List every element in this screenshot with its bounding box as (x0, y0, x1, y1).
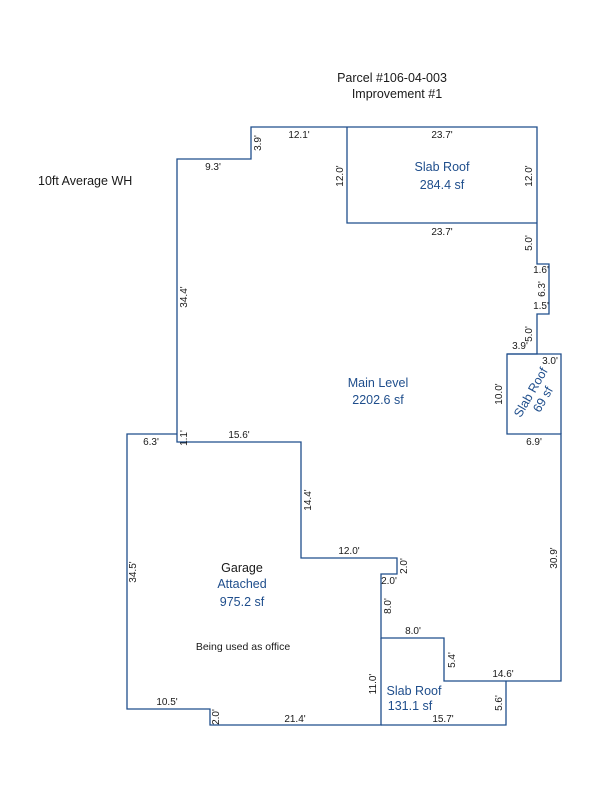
dim-label: 15.7' (432, 714, 453, 725)
wall-height-note: 10ft Average WH (38, 174, 132, 188)
dim-label: 5.0' (524, 235, 535, 251)
dim-label: 1.1' (179, 430, 190, 446)
main-level-name: Main Level (348, 376, 408, 390)
dim-label: 2.0' (211, 709, 222, 725)
dim-label: 5.4' (447, 652, 458, 668)
slab-roof-small-label: Slab Roof 69 sf (511, 365, 556, 420)
slab-roof-top-outline (346, 127, 537, 224)
dim-label: 2.0' (381, 576, 397, 587)
slab-roof-bottom-name: Slab Roof (387, 684, 442, 698)
dim-label: 15.6' (228, 430, 249, 441)
dim-label: 6.3' (537, 281, 548, 297)
dim-label: 12.1' (288, 130, 309, 141)
slab-roof-bottom-area: 131.1 sf (388, 699, 433, 713)
dim-label: 14.6' (492, 669, 513, 680)
dim-label: 23.7' (431, 227, 452, 238)
slab-roof-small-outline (507, 353, 562, 434)
garage-subname: Attached (217, 577, 266, 591)
dim-label: 8.0' (383, 598, 394, 614)
garage-area: 975.2 sf (220, 595, 265, 609)
parcel-number: Parcel #106-04-003 (337, 71, 447, 85)
dim-label: 1.5' (533, 301, 549, 312)
slab-roof-top-area: 284.4 sf (420, 178, 465, 192)
slab-roof-top-name: Slab Roof (415, 160, 470, 174)
dim-label: 11.0' (368, 674, 379, 695)
dim-label: 30.9' (549, 547, 560, 568)
dim-label: 5.6' (494, 695, 505, 711)
dim-label: 3.0' (542, 356, 558, 367)
dim-label: 34.4' (179, 286, 190, 307)
dim-label: 6.9' (526, 437, 542, 448)
main-level-area: 2202.6 sf (352, 393, 404, 407)
dim-label: 6.3' (143, 437, 159, 448)
dim-label: 12.0' (338, 546, 359, 557)
dim-label: 12.0' (335, 165, 346, 186)
dim-label: 10.5' (156, 697, 177, 708)
dim-label: 8.0' (405, 626, 421, 637)
dim-label: 3.9' (512, 341, 528, 352)
dim-label: 14.4' (303, 489, 314, 510)
dim-label: 1.6' (533, 265, 549, 276)
slab-roof-bottom-outline (381, 681, 507, 726)
dim-label: 9.3' (205, 162, 221, 173)
dim-label: 2.0' (399, 558, 410, 574)
garage-note: Being used as office (196, 641, 291, 653)
dim-label: 10.0' (494, 383, 505, 404)
dim-label: 23.7' (431, 130, 452, 141)
dim-label: 12.0' (524, 165, 535, 186)
dim-label: 34.5' (128, 561, 139, 582)
dim-label: 21.4' (284, 714, 305, 725)
dim-label: 5.0' (524, 326, 535, 342)
improvement-label: Improvement #1 (352, 87, 442, 101)
garage-name: Garage (221, 561, 263, 575)
dim-label: 3.9' (253, 135, 264, 151)
